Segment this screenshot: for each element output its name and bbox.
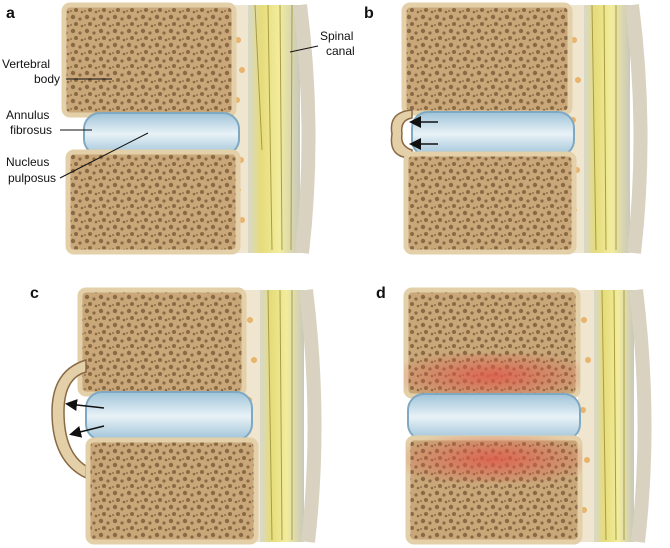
- panel-letter-a: a: [6, 5, 15, 22]
- label-nucleus: Nucleus: [6, 155, 49, 169]
- panel-letter-c: c: [30, 285, 39, 302]
- arrow-c-1: [65, 399, 105, 411]
- spinal-canal-d: [578, 289, 652, 543]
- vertebral-body-bottom-a: [65, 149, 241, 255]
- label-vertebral: Vertebral: [2, 57, 50, 71]
- label-fibrosus: fibrosus: [10, 123, 52, 137]
- vertebral-body-top-a: [61, 2, 237, 118]
- panel-letter-b: b: [364, 5, 374, 22]
- panel-c: c: [30, 285, 322, 545]
- vertebral-body-bottom-b: [403, 151, 577, 255]
- label-spinal: Spinal: [320, 29, 353, 43]
- vertebral-body-top-c: [77, 287, 247, 397]
- inflammation-bottom-d: [406, 436, 582, 482]
- inflammation-top-d: [404, 354, 580, 398]
- vertebral-body-top-b: [401, 2, 573, 116]
- arrow-c-2: [69, 425, 105, 438]
- panel-d: d: [376, 285, 652, 545]
- label-pulposus: pulposus: [8, 171, 56, 185]
- panel-a: a Spinal canal Vertebral body Annulus fi…: [2, 2, 355, 255]
- disc-b: [411, 111, 575, 157]
- label-body: body: [34, 72, 60, 86]
- disc-c: [85, 391, 253, 441]
- annulus-bulge-b: [390, 109, 413, 159]
- panel-letter-d: d: [376, 285, 386, 302]
- spinal-canal-b: [568, 4, 648, 254]
- panel-b: b: [364, 2, 648, 255]
- disc-a: [83, 112, 240, 156]
- spinal-canal-a: [232, 4, 316, 254]
- disc-d: [407, 393, 581, 441]
- label-annulus: Annulus: [6, 108, 49, 122]
- label-canal: canal: [326, 44, 355, 58]
- vertebral-body-bottom-c: [85, 437, 259, 545]
